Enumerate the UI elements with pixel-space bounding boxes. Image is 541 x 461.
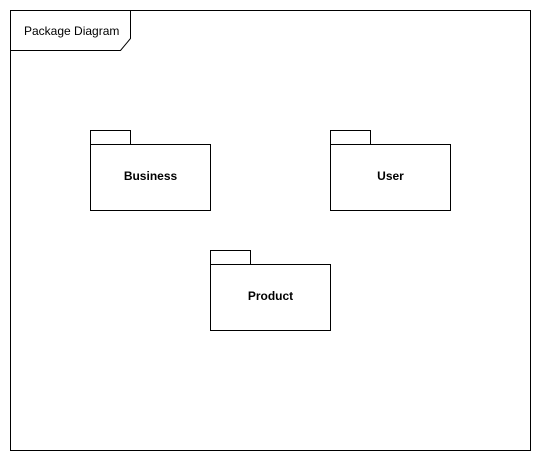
frame-title: Package Diagram bbox=[24, 24, 119, 38]
package-label: User bbox=[377, 169, 404, 183]
package-tab bbox=[330, 130, 371, 145]
package-tab bbox=[90, 130, 131, 145]
package-product[interactable]: Product bbox=[210, 250, 331, 331]
package-body bbox=[90, 144, 211, 211]
frame-name-tab bbox=[10, 10, 131, 51]
package-business[interactable]: Business bbox=[90, 130, 211, 211]
package-body bbox=[210, 264, 331, 331]
package-tab bbox=[210, 250, 251, 265]
diagram-frame bbox=[10, 10, 531, 451]
package-user[interactable]: User bbox=[330, 130, 451, 211]
package-label: Product bbox=[248, 289, 293, 303]
package-body bbox=[330, 144, 451, 211]
package-label: Business bbox=[124, 169, 178, 183]
